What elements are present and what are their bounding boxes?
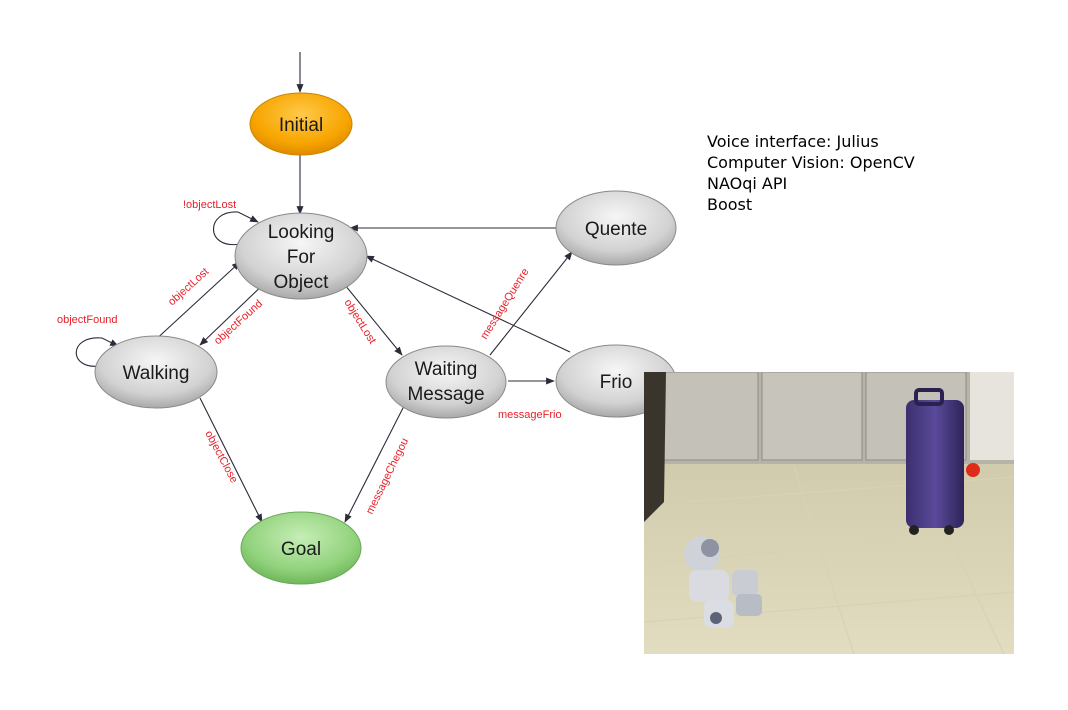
state-goal: Goal (240, 511, 362, 585)
edge-looking-walking (199, 279, 269, 346)
label-looking-walking: objectFound (212, 298, 265, 347)
label-looking-self: !objectLost (183, 199, 236, 211)
edge-looking-self (213, 211, 259, 246)
state-quente: Quente (555, 190, 677, 266)
state-waiting-message: Waiting Message (385, 345, 507, 419)
edge-looking-waiting (344, 284, 403, 356)
info-line-voice: Voice interface: Julius (707, 132, 879, 151)
label-walking-goal: objectClose (202, 429, 240, 485)
state-walking: Walking (94, 335, 218, 409)
edge-frio-looking (365, 255, 571, 353)
state-looking-for-object: Looking For Object (234, 212, 368, 300)
edge-waiting-quente (489, 251, 573, 356)
info-line-vision: Computer Vision: OpenCV (707, 153, 915, 172)
edge-walking-self (75, 337, 119, 367)
state-looking-label-2: For (287, 247, 316, 268)
edge-waiting-goal (344, 405, 405, 523)
state-frio-label: Frio (600, 372, 633, 393)
edge-walking-looking (151, 261, 241, 344)
state-looking-label-3: Object (274, 272, 330, 293)
tech-stack-list: Voice interface: Julius Computer Vision:… (707, 131, 915, 215)
label-walking-self: objectFound (57, 314, 118, 326)
state-waiting-label-1: Waiting (415, 359, 478, 380)
state-walking-label: Walking (123, 363, 190, 384)
robot-photo (644, 372, 1014, 654)
state-waiting-label-2: Message (407, 384, 484, 405)
state-initial: Initial (249, 92, 353, 156)
label-waiting-frio: messageFrio (498, 409, 562, 421)
state-initial-label: Initial (279, 115, 323, 136)
label-looking-waiting: objectLost (341, 297, 378, 346)
info-line-boost: Boost (707, 195, 753, 214)
state-quente-label: Quente (585, 219, 647, 240)
state-looking-label-1: Looking (268, 222, 335, 243)
info-line-naoqi: NAOqi API (707, 174, 788, 193)
label-waiting-goal: messageChegou (364, 436, 411, 516)
label-walking-looking: objectLost (166, 266, 211, 308)
edge-walking-goal (199, 397, 263, 523)
state-goal-label: Goal (281, 539, 321, 560)
